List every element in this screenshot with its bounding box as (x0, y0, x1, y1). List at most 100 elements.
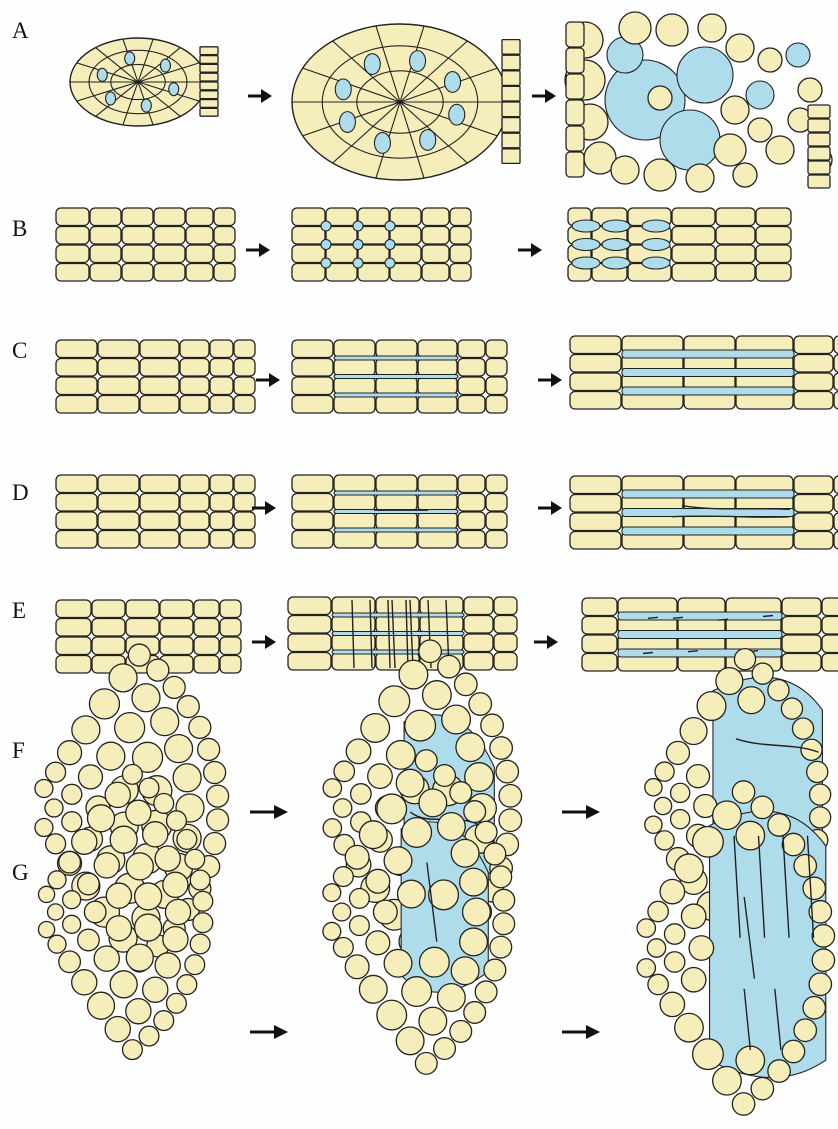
cell (234, 359, 255, 377)
cell (458, 494, 485, 512)
cell (458, 475, 485, 493)
cell (768, 680, 789, 701)
cell (455, 673, 478, 696)
arrow-head (531, 243, 542, 257)
cell (177, 975, 197, 995)
intercellular-space (642, 239, 670, 251)
intercellular-space (141, 99, 151, 112)
panel-b-stage-3 (568, 208, 791, 281)
arrow-right-icon (518, 243, 542, 257)
cell (155, 953, 180, 978)
cell (56, 264, 89, 282)
cell (200, 91, 218, 99)
intercellular-space (746, 81, 774, 109)
cell (72, 970, 97, 995)
panel-d-stage-1 (56, 475, 255, 548)
cell (693, 1039, 724, 1070)
cell (664, 952, 684, 972)
cell (89, 689, 119, 719)
cell (748, 118, 772, 142)
cell (611, 156, 639, 184)
cell-wall-remnant (718, 619, 728, 620)
cell (98, 377, 139, 395)
intercellular-space (106, 92, 116, 105)
cell (721, 96, 749, 124)
cell (464, 653, 493, 671)
cell (48, 904, 64, 920)
cell (756, 227, 791, 245)
cell (198, 738, 220, 760)
cell (450, 1021, 472, 1043)
cell (458, 531, 485, 549)
cell (154, 794, 174, 814)
cell (140, 396, 179, 414)
intercellular-space (169, 83, 179, 96)
intercellular-space (622, 527, 794, 535)
cell (359, 821, 387, 849)
cell (126, 999, 151, 1024)
cell (390, 264, 421, 282)
cell (437, 813, 465, 841)
cell (726, 34, 754, 62)
cell (98, 396, 139, 414)
cell (200, 108, 218, 116)
cell (204, 833, 226, 855)
cell (163, 927, 188, 952)
panel-a-stage-3 (565, 12, 832, 192)
cell (207, 809, 229, 831)
cell (126, 800, 151, 825)
cell (822, 598, 838, 616)
row-label: A (12, 18, 29, 43)
cell (782, 833, 804, 855)
cell (768, 814, 790, 836)
cell (122, 208, 153, 226)
cell (35, 779, 53, 797)
intercellular-space (339, 112, 355, 133)
cell (458, 377, 485, 395)
arrow-head (586, 1025, 600, 1039)
cell-wall-remnant (763, 616, 773, 617)
cell (794, 513, 833, 531)
cell (167, 811, 187, 831)
cell (207, 785, 229, 807)
cell (376, 531, 417, 549)
cell (396, 769, 424, 797)
intercellular-space (786, 43, 810, 67)
row-label: E (12, 598, 26, 623)
cell (464, 1002, 486, 1024)
panel-d-stage-3 (570, 476, 838, 549)
cell (92, 600, 125, 618)
arrow-head (269, 373, 280, 387)
cell (808, 175, 830, 188)
cell (675, 1013, 704, 1042)
cell (56, 208, 89, 226)
cell (56, 359, 97, 377)
cell (56, 619, 91, 637)
cell (326, 245, 357, 263)
cell (396, 1027, 424, 1055)
cell (358, 264, 389, 282)
intercellular-space (618, 612, 782, 620)
cell (570, 373, 621, 391)
cell (334, 340, 375, 358)
cell (154, 1011, 174, 1031)
arrow-head (545, 89, 556, 103)
cell (420, 947, 450, 977)
cell (139, 1026, 159, 1046)
intercellular-space (602, 220, 630, 232)
cell (486, 359, 507, 377)
cell (402, 818, 432, 848)
cell (94, 853, 119, 878)
cell (210, 531, 233, 549)
cell-wall-remnant (643, 653, 653, 654)
cell (834, 373, 838, 391)
cell (464, 801, 486, 823)
cell (78, 929, 100, 951)
cell (292, 396, 333, 414)
cell (376, 340, 417, 358)
intercellular-space (353, 221, 363, 231)
cell (185, 955, 205, 975)
cell (732, 1093, 754, 1115)
cell (135, 883, 162, 910)
cell (334, 531, 375, 549)
